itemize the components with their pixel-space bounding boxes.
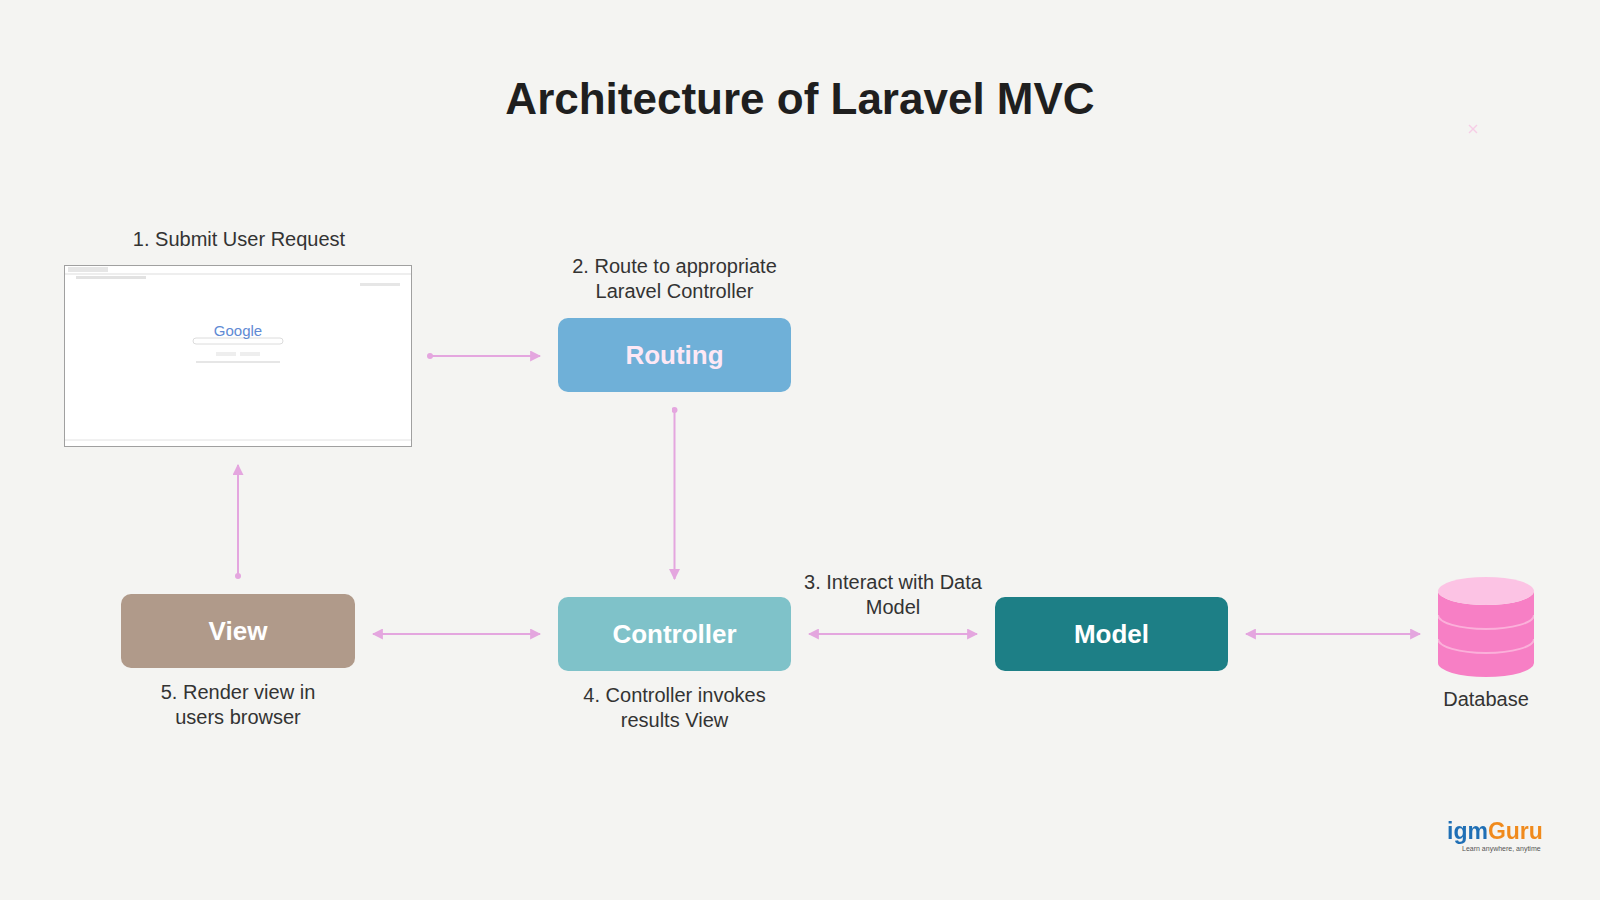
controller-box: Controller4. Controller invokes results … (558, 597, 791, 671)
flow-arrow (809, 633, 977, 635)
box-label: Routing (625, 340, 723, 371)
step-caption: 1. Submit User Request (79, 227, 399, 252)
step-caption: Database (1406, 687, 1566, 712)
step-caption: 3. Interact with Data Model (798, 570, 988, 620)
watermark-tagline: Learn anywhere, anytime (1462, 845, 1541, 853)
search-button (240, 352, 260, 356)
browser-window (64, 265, 412, 447)
flow-arrow (430, 355, 540, 357)
browser-window: 1. Submit User RequestGoogle (64, 265, 412, 447)
database-shape (1438, 577, 1534, 677)
view-box: View5. Render view in users browser (121, 594, 355, 668)
cylinder-band (1438, 639, 1534, 653)
box-label: View (209, 616, 268, 647)
routing-box: 2. Route to appropriate Laravel Controll… (558, 318, 791, 392)
step-caption: 4. Controller invokes results View (555, 683, 795, 733)
browser-tab (68, 267, 108, 272)
diagram-title: Architecture of Laravel MVC (0, 72, 1600, 126)
box-label: Controller (612, 619, 736, 650)
flow-arrow (373, 633, 540, 635)
database-cylinder: Database (1438, 577, 1534, 677)
search-bar (193, 338, 283, 344)
model-box: Model (995, 597, 1228, 671)
box-label: Model (1074, 619, 1149, 650)
sparkle-mark (1469, 125, 1477, 133)
flow-arrow (1246, 633, 1420, 635)
step-caption: 2. Route to appropriate Laravel Controll… (555, 254, 795, 304)
browser-footer (64, 440, 412, 441)
watermark-logo: igmGuru (1447, 818, 1543, 844)
cylinder-band (1438, 615, 1534, 629)
search-button (216, 352, 236, 356)
flow-arrow (237, 465, 239, 576)
browser-address-bar (76, 276, 146, 279)
cylinder-top (1438, 577, 1534, 605)
step-caption: 5. Render view in users browser (138, 680, 338, 730)
search-logo: Google (214, 322, 262, 339)
browser-tab-bar (64, 274, 412, 275)
browser-top-links (360, 283, 400, 286)
flow-arrow (674, 410, 676, 579)
search-footnote (196, 361, 280, 363)
